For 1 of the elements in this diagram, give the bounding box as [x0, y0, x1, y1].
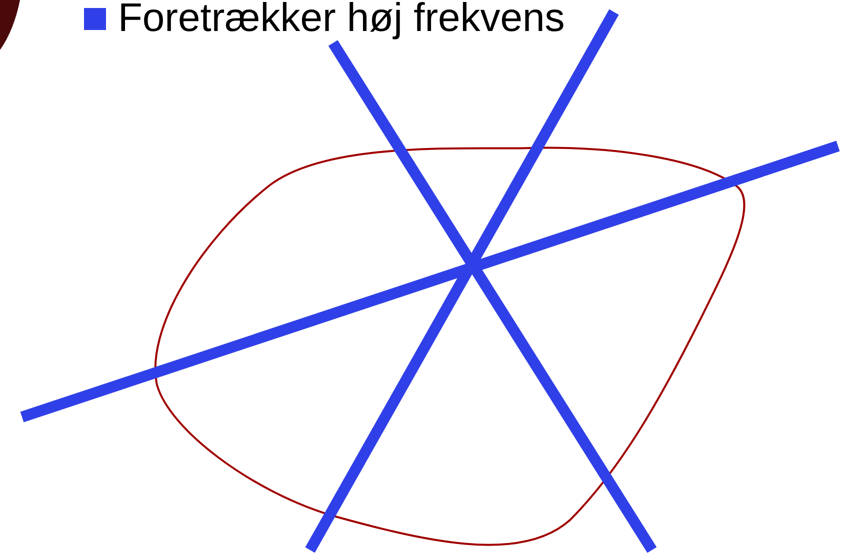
bullet-text: Foretrækker høj frekvens	[118, 0, 565, 41]
